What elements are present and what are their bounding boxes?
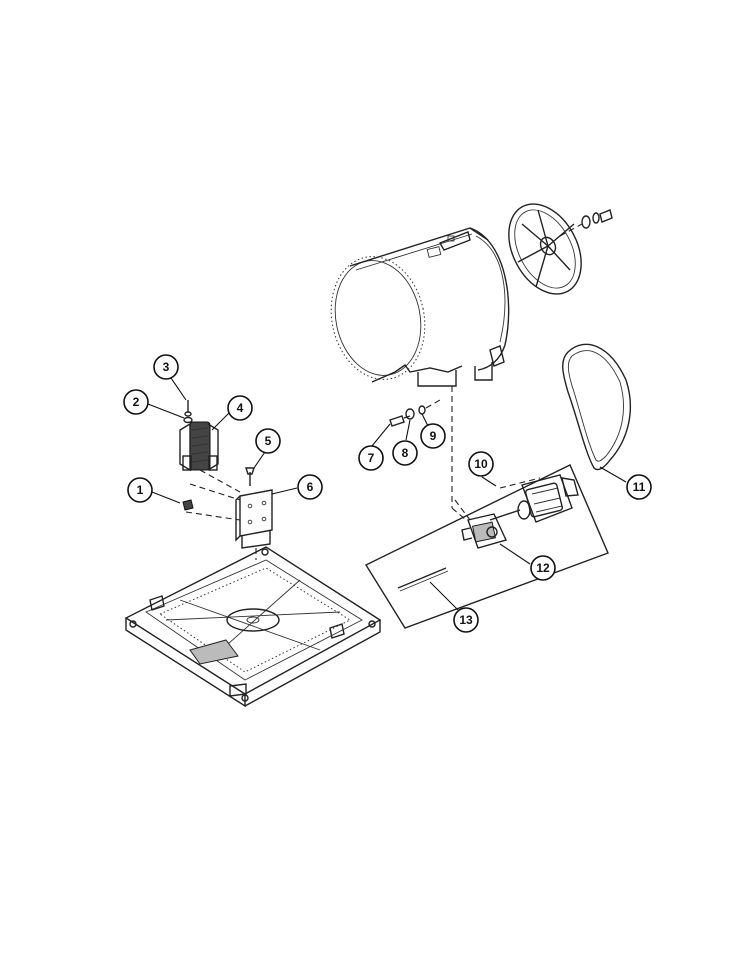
callout-2: 2	[123, 389, 149, 415]
leader-lines	[147, 377, 627, 611]
callout-13: 13	[453, 607, 479, 633]
callout-7: 7	[358, 445, 384, 471]
base-frame	[124, 546, 382, 708]
callout-3: 3	[153, 354, 179, 380]
motor-assembly	[364, 386, 609, 629]
callout-label: 13	[459, 613, 473, 627]
callout-label: 11	[633, 480, 646, 494]
callout-label: 9	[430, 429, 437, 443]
counterweight-bracket	[179, 400, 219, 472]
callout-label: 6	[307, 480, 314, 494]
callout-label: 12	[536, 561, 550, 575]
callout-label: 5	[265, 434, 272, 448]
callout-label: 8	[402, 446, 409, 460]
mounting-bracket	[182, 467, 273, 549]
callout-label: 7	[368, 451, 375, 465]
fasteners-7-8-9	[389, 399, 441, 427]
callout-label: 1	[137, 483, 144, 497]
callout-1: 1	[127, 477, 153, 503]
callout-label: 2	[133, 395, 140, 409]
callout-4: 4	[227, 395, 253, 421]
drive-belt	[562, 343, 632, 471]
callout-6: 6	[297, 474, 323, 500]
callout-label: 10	[474, 457, 488, 471]
callout-12: 12	[530, 555, 556, 581]
pulley-wheel	[508, 203, 613, 295]
callout-5: 5	[255, 428, 281, 454]
callout-10: 10	[468, 451, 494, 477]
callout-label: 3	[163, 360, 170, 374]
drum	[330, 227, 510, 387]
callout-9: 9	[420, 423, 446, 449]
callout-8: 8	[392, 440, 418, 466]
callout-label: 4	[237, 401, 244, 415]
callout-11: 11	[626, 474, 652, 500]
